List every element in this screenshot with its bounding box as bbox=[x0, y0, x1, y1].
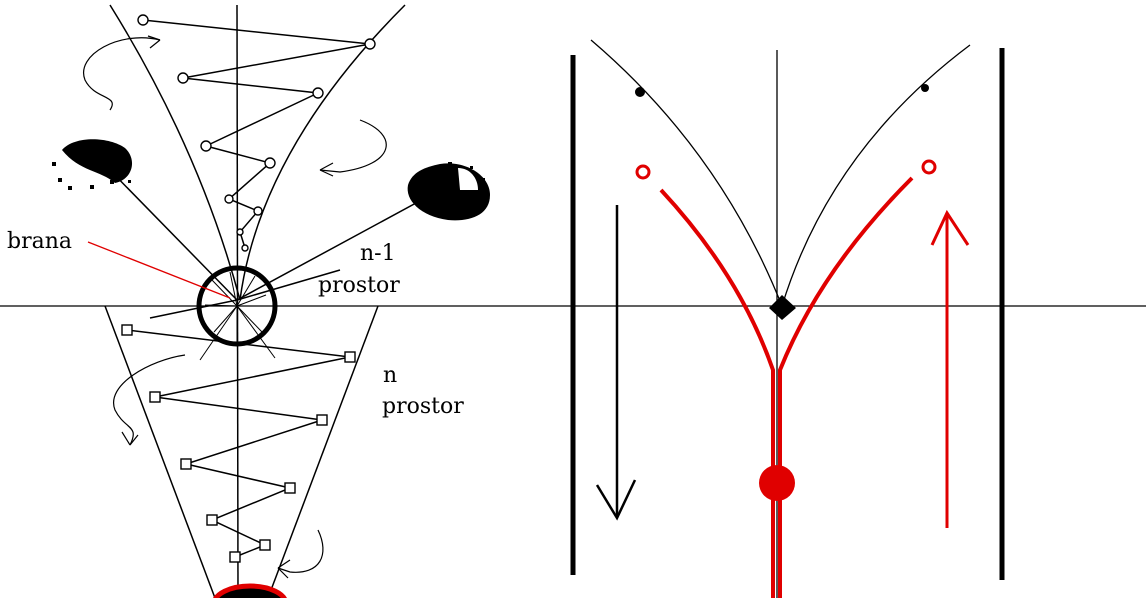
upper-nodes bbox=[137, 14, 376, 252]
label-brana: brana bbox=[7, 229, 72, 254]
brane-hatch bbox=[199, 271, 276, 361]
ray-lower-left bbox=[149, 299, 238, 319]
lower-nodes bbox=[121, 324, 356, 563]
node bbox=[259, 539, 271, 551]
ray-lower-right bbox=[236, 269, 341, 301]
bottom-red-circle bbox=[213, 583, 287, 598]
node bbox=[236, 228, 244, 236]
black-point bbox=[635, 87, 645, 97]
wavy-arrow-icon bbox=[82, 37, 161, 111]
red-solid-point bbox=[759, 465, 795, 501]
label-n: n bbox=[383, 363, 397, 388]
node bbox=[229, 551, 241, 563]
label-prostor-lower: prostor bbox=[382, 394, 464, 419]
node bbox=[284, 482, 296, 494]
node bbox=[344, 351, 356, 363]
left-vertical-axis bbox=[236, 4, 239, 598]
wavy-arrow-icon bbox=[319, 119, 387, 173]
node bbox=[177, 72, 189, 84]
right-blob bbox=[407, 162, 490, 221]
brana-pointer bbox=[87, 241, 231, 299]
black-curve-right bbox=[781, 44, 971, 307]
black-diamond bbox=[769, 295, 796, 320]
upper-funnel-left bbox=[109, 4, 241, 301]
upper-zigzag bbox=[142, 19, 371, 249]
black-blob-icon bbox=[407, 163, 490, 221]
red-hollow-point bbox=[635, 164, 651, 180]
left-diagram bbox=[0, 4, 1146, 598]
label-n-minus-1: n-1 bbox=[360, 241, 396, 266]
node bbox=[312, 87, 324, 99]
node bbox=[180, 458, 192, 470]
black-point bbox=[921, 84, 929, 92]
wavy-arrow-icon bbox=[121, 431, 139, 446]
ray-to-left-blob bbox=[104, 164, 238, 301]
node bbox=[121, 324, 133, 336]
lower-funnel-right bbox=[267, 305, 379, 598]
node bbox=[224, 194, 234, 204]
up-arrow-head bbox=[930, 209, 970, 246]
node bbox=[200, 140, 212, 152]
wavy-arrow-icon bbox=[319, 162, 334, 177]
red-curve-right bbox=[778, 176, 914, 598]
wavy-arrow-icon bbox=[112, 354, 186, 446]
right-diagram bbox=[570, 39, 1005, 598]
node bbox=[264, 157, 276, 169]
node bbox=[364, 38, 376, 50]
black-blob-icon bbox=[62, 139, 133, 183]
down-arrow-head bbox=[595, 479, 637, 521]
ray-to-right-blob bbox=[236, 189, 441, 301]
node bbox=[316, 414, 328, 426]
node bbox=[206, 514, 218, 526]
node bbox=[241, 244, 249, 252]
wavy-arrow-icon bbox=[147, 35, 161, 49]
red-hollow-point bbox=[921, 159, 937, 175]
red-curve-left bbox=[659, 188, 775, 598]
node bbox=[137, 14, 149, 26]
lower-funnel-left bbox=[104, 305, 216, 598]
node bbox=[253, 206, 263, 216]
black-curve-left bbox=[590, 39, 783, 307]
wavy-arrow-icon bbox=[277, 529, 324, 573]
label-prostor-upper: prostor bbox=[318, 273, 400, 298]
left-blob bbox=[52, 139, 133, 190]
wavy-arrow-icon bbox=[277, 559, 291, 579]
node bbox=[149, 391, 161, 403]
